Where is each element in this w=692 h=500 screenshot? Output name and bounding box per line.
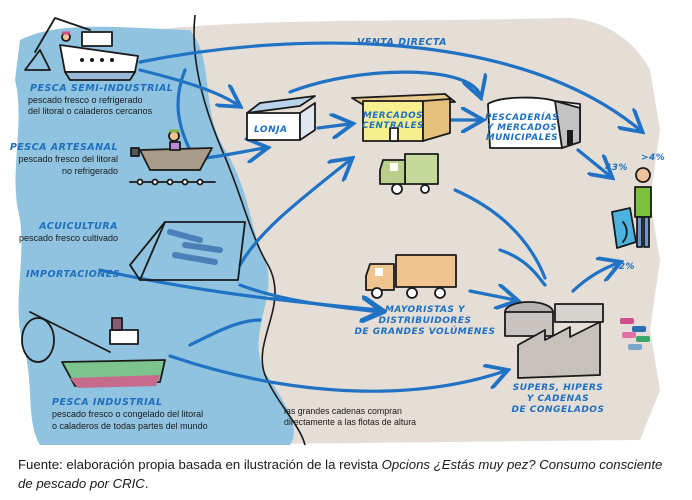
share-supers: 52% bbox=[612, 262, 635, 272]
share-pescaderias: 43% bbox=[604, 163, 628, 173]
source-desc-acuicultura: pescado fresco cultivado bbox=[19, 233, 118, 243]
label-mayoristas-3: DE GRANDES VOLÚMENES bbox=[354, 325, 495, 337]
note-line-2: directamente a las flotas de altura bbox=[284, 417, 416, 427]
big-truck-icon bbox=[365, 254, 457, 299]
lonja-building-icon bbox=[246, 95, 316, 141]
label-lonja: LONJA bbox=[254, 125, 287, 135]
arrow-to-mayoristas bbox=[238, 160, 350, 267]
arrow-lonja-to-pescaderias bbox=[288, 70, 480, 95]
semi-industrial-boat-icon bbox=[24, 17, 139, 81]
source-desc-industrial-1: pescado fresco o congelado del litoral bbox=[52, 409, 203, 419]
arrow-pescaderias-to-consumer bbox=[576, 148, 610, 176]
source-title-artesanal: PESCA ARTESANAL bbox=[10, 142, 118, 153]
label-supers-2: Y CADENAS bbox=[527, 394, 589, 404]
arrow-venta-directa bbox=[138, 41, 640, 130]
label-supers-1: SUPERS, HIPERS bbox=[513, 383, 604, 393]
label-pescaderias-3: MUNICIPALES bbox=[486, 133, 558, 143]
label-mayoristas-1: MAYORISTAS Y bbox=[385, 305, 466, 315]
supermarket-building-icon bbox=[504, 301, 604, 379]
label-venta-directa: VENTA DIRECTA bbox=[357, 37, 447, 48]
mercados-centrales-building-icon bbox=[351, 93, 456, 142]
source-desc-artesanal-1: pescado fresco del litoral bbox=[18, 154, 118, 164]
small-truck-icon bbox=[379, 153, 439, 195]
source-caption: Fuente: elaboración propia basada en ilu… bbox=[18, 455, 678, 493]
arrow-artesanal-to-lonja bbox=[203, 148, 265, 158]
arrow-industrial-up bbox=[188, 318, 262, 347]
arrow-acuicultura bbox=[238, 283, 380, 312]
label-mayoristas-2: DISTRIBUIDORES bbox=[379, 316, 472, 326]
source-desc-artesanal-2: no refrigerado bbox=[62, 166, 118, 176]
source-desc-semi-industrial-2: del litoral o caladeros cercanos bbox=[28, 106, 153, 116]
arrow-semi-down bbox=[176, 68, 192, 152]
label-mercados-2: CENTRALES bbox=[362, 121, 424, 131]
label-pescaderias-1: PESCADERÍAS bbox=[485, 111, 559, 123]
arrow-supers-to-consumer bbox=[571, 263, 618, 293]
pescaderias-building-icon bbox=[487, 96, 581, 149]
coastline bbox=[193, 14, 306, 446]
label-supers-3: DE CONGELADOS bbox=[512, 405, 605, 415]
note-line-1: las grandes cadenas compran bbox=[284, 406, 402, 416]
caption-plain: Fuente: elaboración propia basada en ilu… bbox=[18, 457, 382, 472]
caption-end: . bbox=[144, 476, 149, 491]
aquaculture-cage-icon bbox=[129, 221, 246, 281]
arrow-industrial-to-supers bbox=[168, 354, 505, 393]
artesanal-boat-icon bbox=[129, 129, 216, 186]
industrial-boat-icon bbox=[21, 311, 166, 388]
source-desc-semi-industrial-1: pescado fresco o refrigerado bbox=[28, 95, 143, 105]
cars-icon bbox=[620, 318, 650, 350]
arrow-mayoristas-to-supers bbox=[468, 291, 515, 300]
label-pescaderias-2: Y MERCADOS bbox=[487, 123, 557, 133]
arrow-lonja-to-mercados bbox=[316, 124, 350, 128]
source-title-semi-industrial: PESCA SEMI-INDUSTRIAL bbox=[30, 83, 173, 94]
arrow-semi-to-lonja bbox=[138, 68, 238, 105]
caption-italic: Opcions ¿Estás muy pez? Consumo conscien… bbox=[18, 457, 663, 491]
consumer-person-icon bbox=[611, 167, 652, 249]
source-title-industrial: PESCA INDUSTRIAL bbox=[52, 397, 163, 408]
share-venta-directa: >4% bbox=[641, 153, 665, 163]
arrow-truck-to-supers bbox=[453, 188, 547, 280]
fish-supply-chain-illustration: PESCA SEMI-INDUSTRIAL pescado fresco o r… bbox=[10, 14, 665, 446]
source-desc-industrial-2: o caladeros de todas partes del mundo bbox=[52, 421, 208, 431]
arrow-mayoristas-down bbox=[498, 248, 547, 287]
flow-arrows bbox=[98, 41, 640, 393]
source-title-importaciones: IMPORTACIONES bbox=[26, 269, 120, 280]
label-mercados-1: MERCADOS bbox=[363, 111, 423, 121]
source-title-acuicultura: ACUICULTURA bbox=[38, 221, 118, 232]
